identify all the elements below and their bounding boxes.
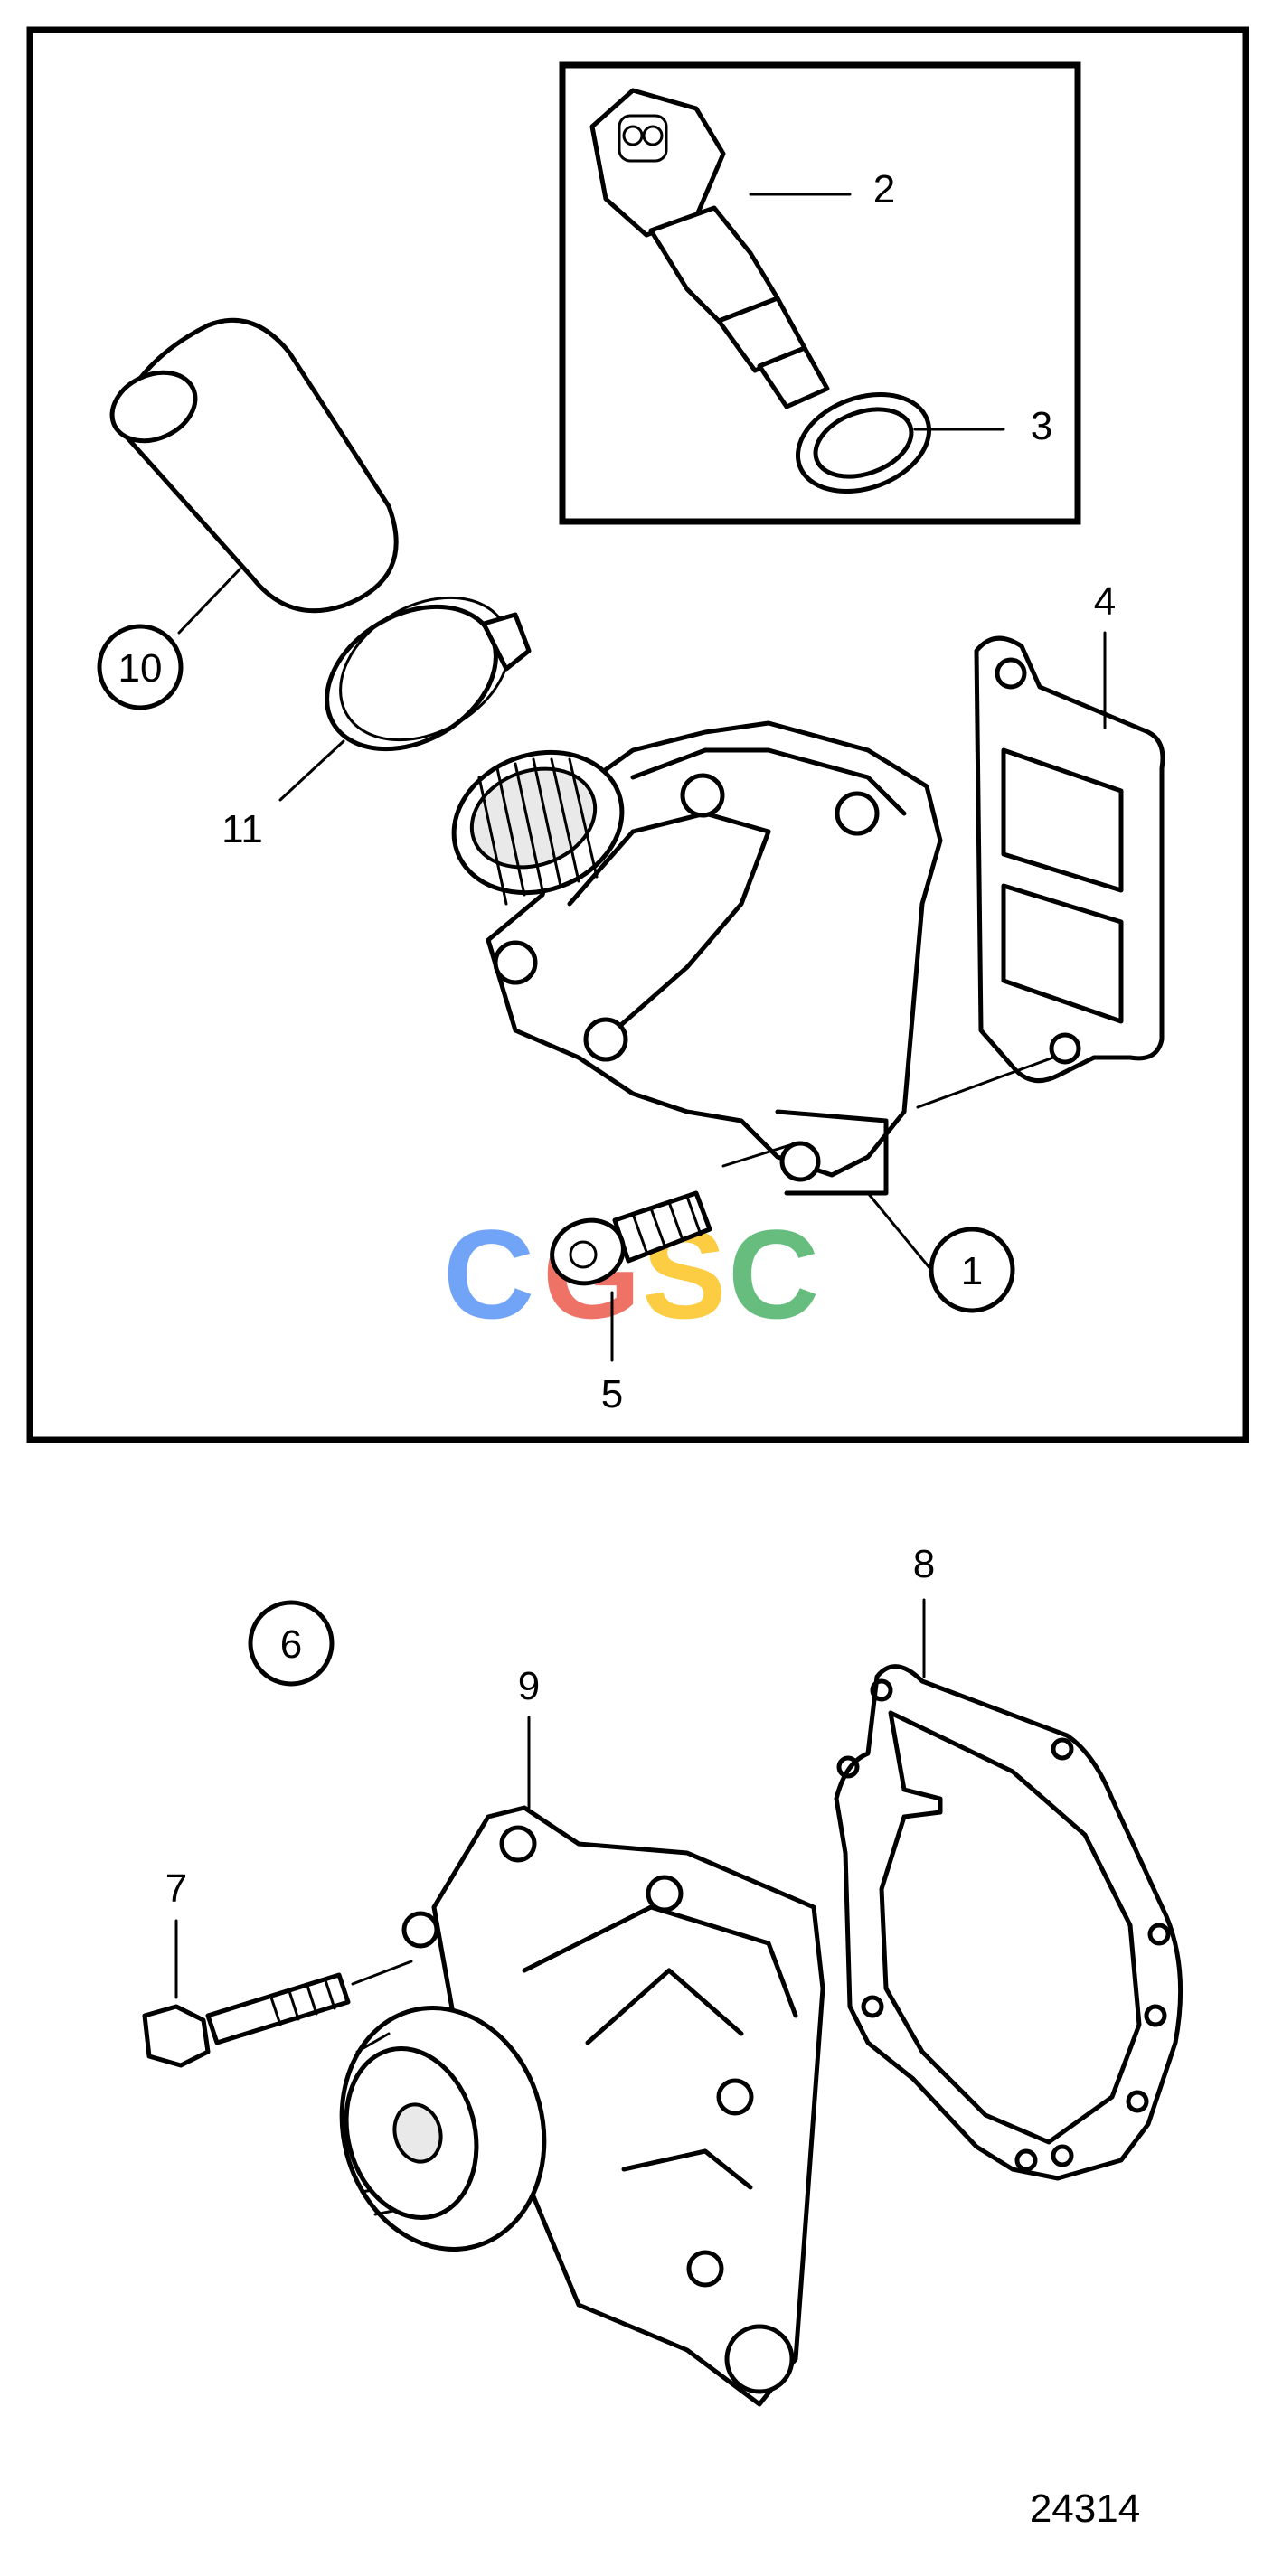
leader-lines: [174, 193, 1107, 1999]
hose-icon: [109, 317, 399, 614]
callout-7: 7: [165, 1866, 187, 1911]
temperature-sensor-icon: [589, 88, 830, 409]
callout-5: 5: [601, 1372, 623, 1416]
upper-assembly-frame: [26, 26, 1249, 1443]
callout-11: 11: [222, 807, 263, 851]
watermark-letter-1: C: [443, 1203, 534, 1345]
callout-1: 1: [929, 1227, 1015, 1313]
figure-number: 24314: [1030, 2487, 1140, 2531]
callout-6-label: 6: [280, 1622, 302, 1667]
callout-3: 3: [1031, 404, 1052, 448]
watermark-letter-4: C: [728, 1203, 819, 1345]
thermostat-housing-icon: [451, 720, 943, 1196]
gasket-icon: [974, 635, 1165, 1084]
callout-1-label: 1: [961, 1249, 983, 1293]
callout-8: 8: [913, 1542, 935, 1586]
pump-gasket-icon: [834, 1664, 1183, 2181]
callout-4: 4: [1094, 579, 1116, 624]
hose-clamp-icon: [325, 596, 532, 752]
callout-10-label: 10: [118, 646, 163, 691]
callout-10: 10: [97, 624, 184, 710]
watermark: C G S C: [443, 1203, 819, 1345]
water-pump-icon: [339, 1805, 825, 2407]
sealing-washer-icon: [795, 391, 932, 494]
bolt-icon: [550, 1190, 712, 1286]
callout-2: 2: [873, 167, 895, 212]
sensor-inset-frame: [559, 61, 1081, 525]
callout-9: 9: [518, 1664, 540, 1708]
flange-bolt-icon: [142, 1972, 351, 2068]
callout-6: 6: [248, 1600, 335, 1687]
